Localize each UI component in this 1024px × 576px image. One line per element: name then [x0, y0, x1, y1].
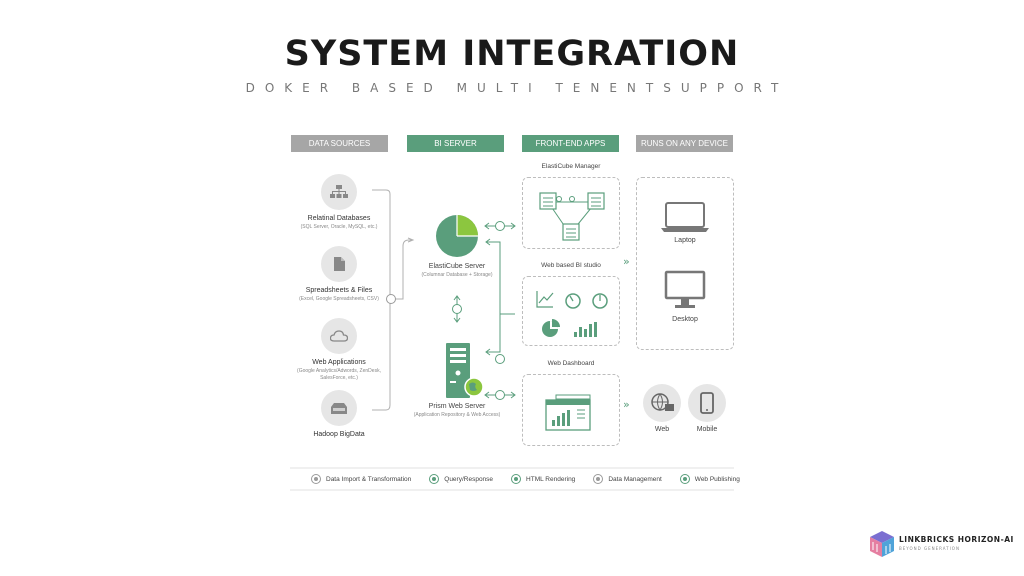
brand-cube-logo: [870, 531, 894, 557]
elasticube-manager-box: [522, 177, 620, 249]
mobile-phone-icon: [700, 392, 714, 414]
devices-box: [636, 177, 734, 350]
chevron-double-right-icon: »: [623, 398, 630, 411]
hadoop-icon-circle: [321, 390, 357, 426]
elasticube-sub: (Columnar Database + Storage): [421, 272, 493, 278]
relational-db-sub: (SQL Server, Oracle, MySQL, etc.): [300, 224, 378, 230]
legend-item-html-rendering: HTML Rendering: [511, 474, 575, 484]
prism-server-icon: [446, 343, 484, 398]
hadoop-label: Hadoop BigData: [313, 431, 365, 438]
elasticube-label: ElastiCube Server: [428, 263, 486, 270]
legend-label: Web Publishing: [694, 475, 740, 483]
legend-item-query-response: Query/Response: [429, 474, 493, 484]
relational-db-label: Relatinal Databases: [307, 215, 371, 222]
laptop-label: Laptop: [674, 237, 696, 244]
desktop-icon: [664, 270, 706, 308]
legend-item-data-management: Data Management: [593, 474, 662, 484]
prism-label: Prism Web Server: [428, 403, 486, 410]
legend-item-web-publishing: Web Publishing: [679, 474, 740, 484]
web-device-circle: [643, 384, 681, 422]
page-title: SYSTEM INTEGRATION: [284, 34, 740, 74]
legend-dot: [429, 474, 440, 484]
dashboard-window-icon: [545, 394, 591, 431]
mobile-device-label: Mobile: [696, 426, 718, 433]
legend-dot: [679, 474, 690, 484]
globe-icon: [651, 393, 674, 411]
cloud-icon: [330, 330, 348, 342]
bi-studio-box: [522, 276, 620, 346]
header-runs-on-any-device: RUNS ON ANY DEVICE: [636, 135, 733, 152]
query-connector-dot: [495, 221, 505, 231]
import-connector-dot: [386, 294, 396, 304]
desktop-label: Desktop: [672, 316, 698, 323]
prism-sub: (Application Repository & Web Access): [413, 412, 501, 418]
brand-name: LINKBRICKS HORIZON-AI: [899, 535, 1014, 544]
file-icon: [333, 257, 345, 271]
header-front-end-apps: FRONT-END APPS: [522, 135, 619, 152]
header-data-sources: DATA SOURCES: [291, 135, 388, 152]
legend-label: Data Import & Transformation: [326, 475, 412, 483]
relational-db-icon-circle: [321, 174, 357, 210]
schema-diagram-icon: [539, 192, 605, 241]
spreadsheets-icon-circle: [321, 246, 357, 282]
header-bi-server: BI SERVER: [407, 135, 504, 152]
legend-dot: [511, 474, 522, 484]
publish-connector-dot: [495, 390, 505, 400]
legend-label: HTML Rendering: [526, 475, 576, 483]
legend: Data Import & Transformation Query/Respo…: [311, 474, 740, 484]
web-apps-label: Web Applications: [312, 359, 366, 366]
elasticube-manager-label: ElastiCube Manager: [541, 163, 601, 170]
legend-item-data-import: Data Import & Transformation: [311, 474, 411, 484]
web-apps-sub: (Google Analytics/Adwords, ZenDesk, Sale…: [297, 368, 381, 381]
web-dashboard-label: Web Dashboard: [547, 360, 595, 367]
database-hierarchy-icon: [330, 185, 348, 198]
legend-label: Query/Response: [444, 475, 494, 483]
legend-dot: [593, 474, 604, 484]
spreadsheets-label: Spreadsheets & Files: [305, 287, 373, 294]
legend-label: Data Management: [608, 475, 662, 483]
html-connector-dot: [495, 354, 505, 364]
web-device-label: Web: [654, 426, 670, 433]
laptop-icon: [661, 202, 709, 232]
spreadsheets-sub: (Excel, Google Spreadsheets, CSV): [299, 296, 379, 302]
bi-widgets-icon: [536, 291, 608, 337]
tray-icon: [331, 402, 347, 414]
bi-studio-label: Web based BI studio: [541, 262, 601, 269]
chevron-double-right-icon: »: [623, 255, 630, 268]
web-dashboard-box: [522, 374, 620, 446]
mobile-device-circle: [688, 384, 726, 422]
server-connector-dot: [452, 304, 462, 314]
page-subtitle: DOKER BASED MULTI TENENTSUPPORT: [245, 81, 789, 95]
legend-dot: [311, 474, 321, 484]
web-apps-icon-circle: [321, 318, 357, 354]
elasticube-pie-icon: [436, 215, 478, 257]
brand-tagline: BEYOND GENERATION: [899, 546, 960, 551]
